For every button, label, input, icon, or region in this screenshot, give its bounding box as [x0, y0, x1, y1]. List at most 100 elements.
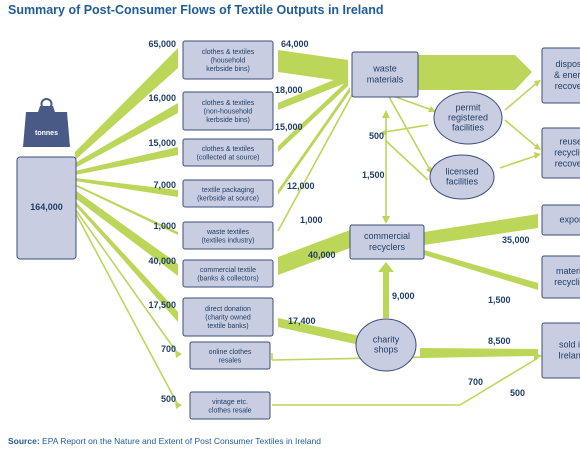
source-note: Source: EPA Report on the Nature and Ext…	[8, 436, 321, 446]
flow-recyclers-down-arrow	[382, 216, 390, 224]
flow-licensed-reuse-arrow	[534, 152, 541, 159]
source-packaging-line-0: textile packaging	[202, 187, 254, 194]
value-vintage: 500	[161, 394, 176, 404]
output-export-line-0: export	[559, 215, 580, 225]
flow-total-donation	[75, 201, 178, 322]
flow-bands	[74, 48, 542, 409]
flow-recyclers-permit	[384, 124, 429, 133]
source-commercial-box	[182, 259, 274, 288]
value-licensed: 1,500	[362, 170, 385, 180]
source-household-line-1: (household	[211, 58, 246, 65]
source-packaging-line-1: (kerbside at source)	[197, 195, 259, 202]
weight-icon-ring	[40, 98, 53, 110]
flow-total-collected	[75, 147, 178, 175]
flow-donation-charity	[278, 318, 360, 345]
source-industry-line-1: (textiles industry)	[202, 237, 255, 244]
nodes-layer: clothes & textiles (household kerbside bin…	[182, 40, 580, 420]
flow-recyclers-up-arrow	[382, 110, 390, 118]
flow-sold-arrow	[534, 352, 542, 360]
flow-recyclers-licensed	[384, 139, 429, 181]
node-waste-materials-line-1: materials	[367, 75, 404, 85]
node-charity-shops-line-1: shops	[374, 345, 399, 355]
flow-total-vintage	[74, 211, 179, 406]
value-to-charity: 17,400	[288, 316, 316, 326]
flow-total-vintage-arrow	[175, 401, 182, 409]
output-export: export	[541, 204, 580, 236]
source-packaging-box	[182, 179, 274, 208]
value-collected-waste: 15,000	[275, 122, 303, 132]
source-online-line-0: online clothes	[209, 349, 252, 356]
flow-diagram: 164,000 tonnes clothes & textiles(househ…	[16, 39, 580, 420]
value-industry-waste: 1,000	[300, 215, 323, 225]
output-material: materialrecycling	[541, 255, 580, 299]
flow-recyclers-material	[424, 250, 538, 290]
source-donation-box	[182, 297, 274, 337]
node-permit-facilities-shape	[433, 91, 503, 145]
value-household: 65,000	[148, 39, 176, 49]
flow-total-household	[75, 48, 178, 160]
source-household-line-0: clothes & textiles	[202, 49, 255, 56]
value-nonhousehold: 16,000	[148, 93, 176, 103]
value-vintage-sold: 500	[510, 388, 525, 398]
value-export: 35,000	[502, 235, 530, 245]
output-reuse-line-1: recycling	[554, 148, 580, 158]
source-commercial-line-0: commercial textile	[200, 267, 256, 274]
source-nonhousehold: clothes & textiles(non-householdkerbside…	[182, 91, 274, 131]
source-nonhousehold-box	[182, 91, 274, 131]
value-online: 700	[161, 344, 176, 354]
flow-permit-disposal	[504, 81, 539, 111]
source-donation-line-0: direct donation	[205, 306, 251, 313]
source-packaging: textile packaging(kerbside at source)	[182, 179, 274, 208]
flow-permit-reuse-arrow	[534, 143, 541, 150]
value-to-waste: 64,000	[281, 39, 309, 49]
flow-total-online	[74, 208, 179, 355]
weight-unit-label: tonnes	[35, 130, 58, 137]
node-licensed-facilities-shape	[429, 154, 495, 200]
source-industry-box	[182, 221, 274, 250]
output-material-line-1: recycling	[554, 277, 580, 287]
value-online-sold: 700	[468, 377, 483, 387]
flow-charity-recyclers	[378, 262, 394, 318]
source-household-box	[182, 40, 274, 80]
total-box	[16, 156, 77, 260]
output-disposal-line-2: recovery	[555, 81, 580, 91]
source-industry: waste textiles(textiles industry)	[182, 221, 274, 250]
value-material: 1,500	[488, 295, 511, 305]
flow-vintage-sold-diag	[459, 357, 539, 406]
flow-total-online-arrow	[175, 350, 182, 358]
node-commercial-recyclers-box	[349, 224, 425, 260]
source-text: EPA Report on the Nature and Extent of P…	[42, 436, 321, 446]
flow-total-industry	[75, 184, 178, 235]
flow-total-packaging	[75, 178, 178, 197]
source-label: Source:	[8, 436, 40, 446]
output-disposal: disposal& energyrecovery	[541, 47, 580, 104]
node-commercial-recyclers-line-0: commercial	[364, 231, 410, 241]
source-collected-line-1: (collected at source)	[196, 154, 259, 161]
source-nonhousehold-line-0: clothes & textiles	[202, 100, 255, 107]
flow-packaging-waste	[278, 87, 350, 195]
source-vintage-line-0: vintage etc.	[212, 399, 248, 406]
source-commercial: commercial textile(banks & collectors)	[182, 259, 274, 288]
node-licensed-facilities-line-1: facilities	[446, 177, 479, 187]
value-permit: 500	[369, 131, 384, 141]
source-donation-line-1: (charity owned	[205, 315, 251, 322]
flow-nonhousehold-waste	[278, 74, 348, 110]
node-waste-materials-line-0: waste	[372, 64, 397, 74]
value-commercial: 40,000	[148, 256, 176, 266]
node-charity-shops-shape	[355, 318, 417, 372]
value-industry: 1,000	[153, 221, 176, 231]
source-industry-line-0: waste textiles	[206, 229, 250, 236]
source-collected: clothes & textiles(collected at source)	[182, 138, 274, 167]
output-disposal-line-0: disposal	[555, 59, 580, 69]
output-disposal-line-1: & energy	[554, 70, 580, 80]
source-vintage-box	[189, 391, 271, 420]
source-nonhousehold-line-2: kerbside bins)	[206, 117, 250, 124]
output-sold-line-0: sold in	[559, 340, 580, 350]
